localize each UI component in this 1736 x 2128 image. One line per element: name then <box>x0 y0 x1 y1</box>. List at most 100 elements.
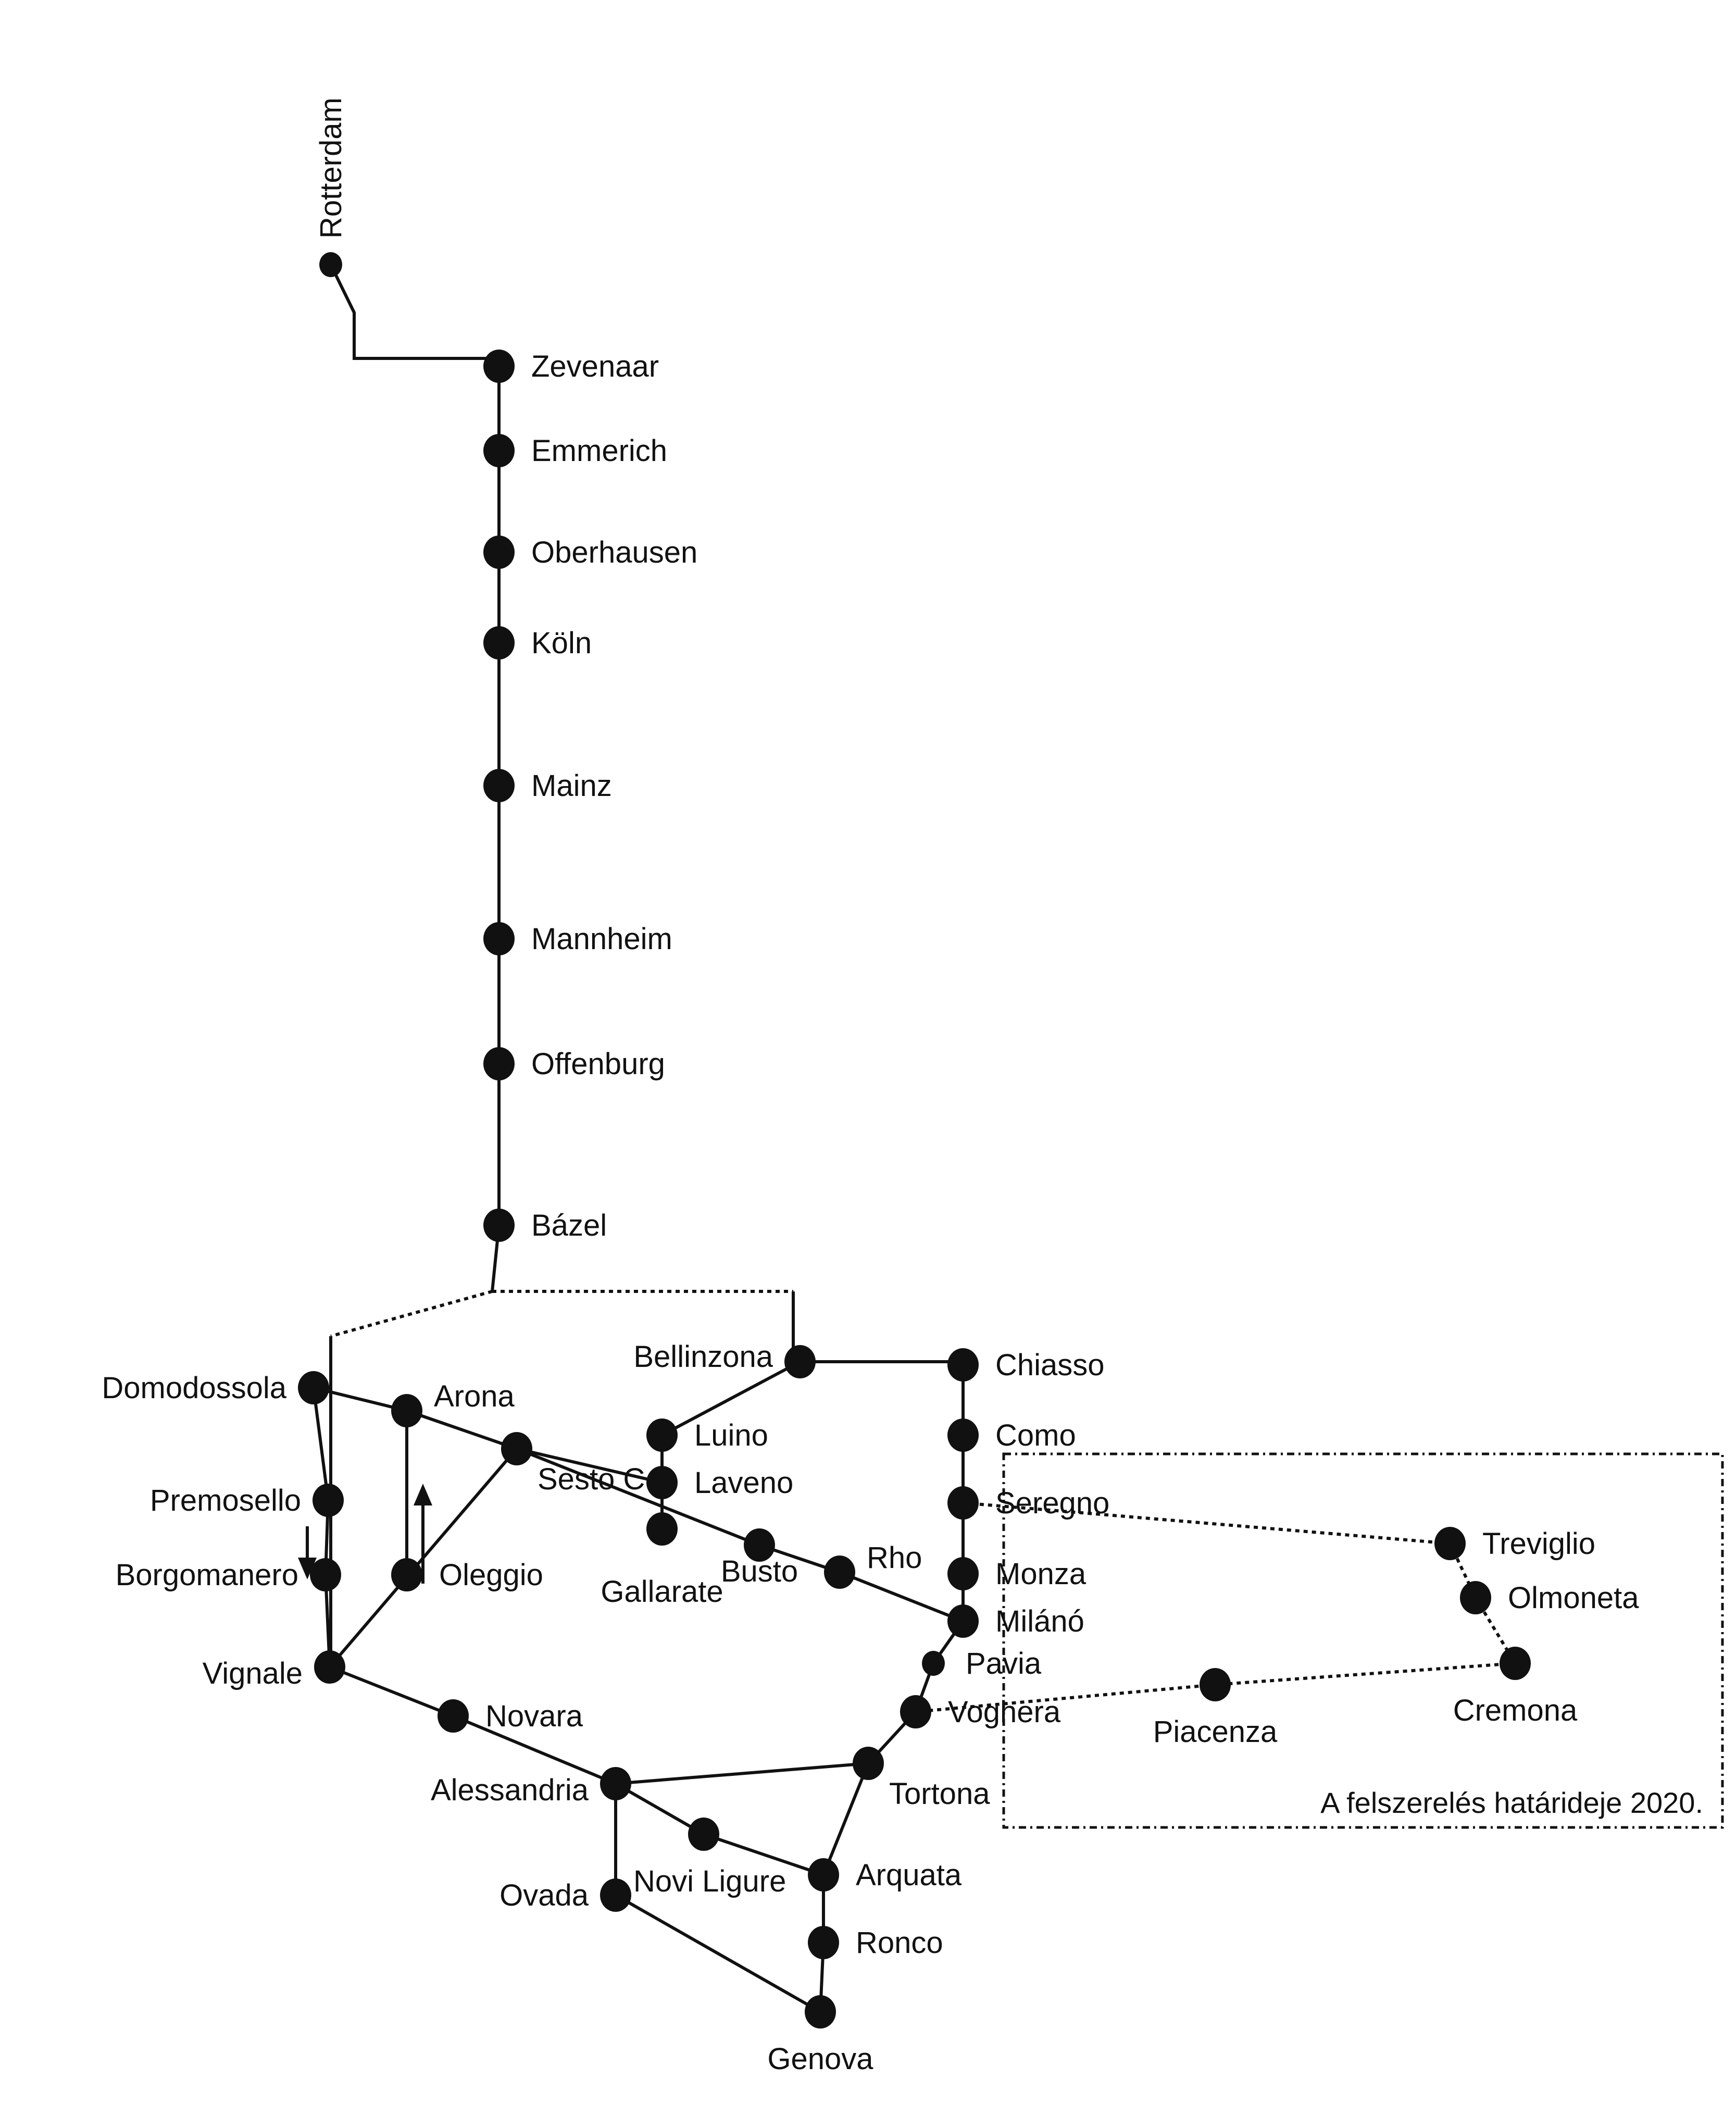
station-genova: Genova <box>767 1995 873 2076</box>
station-label: Emmerich <box>531 434 667 468</box>
station-laveno: Laveno <box>646 1466 793 1500</box>
station-rho: Rho <box>824 1541 922 1589</box>
station-marker <box>1460 1581 1491 1614</box>
station-marker <box>314 1650 345 1684</box>
station-offenburg: Offenburg <box>483 1047 665 1081</box>
station-label: Novara <box>485 1699 583 1733</box>
rail-line-alessandria-tortona <box>615 1762 869 1785</box>
station-label: Oleggio <box>439 1558 543 1592</box>
station-label: Köln <box>531 626 592 660</box>
station-label: Laveno <box>694 1466 793 1500</box>
rail-line-ovada-genova <box>615 1894 821 2013</box>
rail-line-piacenza-voghera <box>915 1683 1216 1713</box>
station-chiasso: Chiasso <box>947 1348 1105 1382</box>
station-marker <box>600 1878 631 1912</box>
station-label: Arquata <box>856 1858 962 1892</box>
station-marker <box>310 1558 341 1591</box>
station-busto: Busto <box>721 1528 798 1588</box>
station-luino: Luino <box>646 1418 768 1452</box>
station-label: Oberhausen <box>531 536 697 569</box>
station-tortona: Tortona <box>853 1747 990 1811</box>
station-marker <box>501 1432 532 1465</box>
station-marker <box>744 1528 775 1562</box>
station-label: Arona <box>434 1379 515 1413</box>
station-mainz: Mainz <box>483 769 612 803</box>
station-marker <box>900 1695 931 1728</box>
rail-line-arona-sesto <box>406 1409 517 1450</box>
station-bellinzona: Bellinzona <box>633 1340 816 1378</box>
station-label: Mainz <box>531 769 612 803</box>
station-label: Treviglio <box>1482 1527 1595 1561</box>
station-treviglio: Treviglio <box>1434 1527 1595 1561</box>
station-marker <box>805 1995 836 2029</box>
station-sesto: Sesto C. <box>501 1432 653 1496</box>
station-marker <box>438 1699 469 1733</box>
station-label: Piacenza <box>1153 1715 1278 1749</box>
station-marker <box>1434 1527 1466 1560</box>
station-como: Como <box>947 1418 1076 1452</box>
station-marker <box>784 1345 816 1378</box>
station-label: Vignale <box>203 1657 303 1690</box>
station-label: Genova <box>767 2042 873 2076</box>
station-marker <box>600 1767 631 1800</box>
station-label: Zevenaar <box>531 350 659 383</box>
station-marker <box>391 1558 422 1591</box>
station-label: Busto <box>721 1554 798 1588</box>
station-pavia: Pavia <box>922 1647 1042 1681</box>
rail-line-tortona-arquata <box>822 1762 870 1876</box>
station-label: Monza <box>995 1557 1086 1591</box>
rail-line-rho-milano <box>839 1571 964 1623</box>
station-piacenza: Piacenza <box>1153 1668 1278 1749</box>
station-label: Bázel <box>531 1209 607 1242</box>
rail-line-domodossola-arona <box>313 1386 407 1412</box>
planned-section-note: A felszerelés határideje 2020. <box>1320 1786 1703 1819</box>
station-label: Sesto C. <box>538 1462 653 1496</box>
station-cremona: Cremona <box>1453 1647 1578 1727</box>
station-mannheim: Mannheim <box>483 922 672 956</box>
station-seregno: Seregno <box>947 1486 1109 1520</box>
station-label: Ronco <box>856 1926 943 1960</box>
station-label: Mannheim <box>531 922 672 956</box>
station-marker <box>646 1466 678 1499</box>
rail-line-domodossola-premosello <box>312 1387 330 1501</box>
arrow-down-icon <box>298 1526 317 1579</box>
rail-line-alessandria-novi <box>615 1782 705 1836</box>
station-marker <box>483 626 515 659</box>
station-label: Alessandria <box>431 1773 589 1807</box>
station-voghera: Voghera <box>900 1695 1061 1729</box>
rail-lines <box>312 264 1517 2013</box>
station-premosello: Premosello <box>150 1484 344 1517</box>
rail-line-sesto-laveno <box>516 1447 663 1484</box>
direction-arrows <box>298 1484 432 1584</box>
station-label: Voghera <box>948 1695 1061 1729</box>
planned-section-box <box>1002 1452 1724 1829</box>
station-novara: Novara <box>438 1699 583 1733</box>
station-label: Como <box>995 1418 1076 1452</box>
station-olmoneta: Olmoneta <box>1460 1581 1639 1615</box>
station-marker <box>483 1209 515 1242</box>
station-alessandria: Alessandria <box>431 1767 631 1807</box>
station-zevenaar: Zevenaar <box>483 350 659 383</box>
station-marker <box>298 1371 329 1404</box>
station-marker <box>808 1858 839 1891</box>
station-label: Gallarate <box>601 1575 723 1609</box>
station-milano: Milánó <box>947 1604 1084 1638</box>
station-marker <box>483 1047 515 1080</box>
station-borgomanero: Borgomanero <box>116 1558 341 1592</box>
station-koln: Köln <box>483 626 592 660</box>
station-label: Chiasso <box>995 1348 1105 1382</box>
station-label: Rho <box>867 1541 922 1575</box>
station-label: Ovada <box>499 1878 589 1912</box>
station-label: Offenburg <box>531 1047 665 1081</box>
station-marker <box>947 1557 979 1590</box>
station-marker <box>922 1651 945 1676</box>
station-marker <box>483 350 515 383</box>
station-monza: Monza <box>947 1557 1086 1591</box>
rail-line-novara-alessandria <box>452 1714 617 1785</box>
station-marker <box>391 1394 422 1427</box>
station-domodossola: Domodossola <box>102 1371 329 1405</box>
station-marker <box>1200 1668 1231 1701</box>
station-label: Rotterdam <box>314 97 348 239</box>
rail-line-novi-arquata <box>703 1833 824 1876</box>
